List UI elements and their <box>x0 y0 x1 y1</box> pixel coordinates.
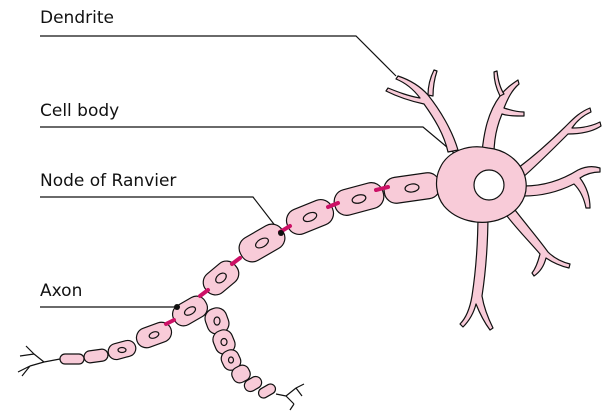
dendrite-upper-right <box>482 80 524 154</box>
terminal-collateral <box>276 384 304 410</box>
label-node-of-ranvier: Node of Ranvier <box>40 171 176 191</box>
dendrite-right-lower <box>524 167 600 208</box>
myelin-4 <box>235 220 290 267</box>
myelin-8 <box>106 339 137 362</box>
label-axon: Axon <box>40 281 82 301</box>
label-dendrite: Dendrite <box>40 8 114 28</box>
nucleus <box>474 170 504 200</box>
node-4 <box>232 258 240 264</box>
node-leader <box>40 197 280 232</box>
myelin-1 <box>382 171 441 205</box>
node-pointer-dot <box>278 230 284 236</box>
dendrite-leader <box>40 36 396 76</box>
node-6 <box>166 320 174 324</box>
dendrite-branch-b <box>494 71 504 96</box>
axon-pointer-dot <box>174 304 180 310</box>
dendrite-branch-a <box>428 70 437 96</box>
cell-body-leader <box>40 127 466 163</box>
terminal-left <box>18 346 60 376</box>
dendrite-lower <box>460 212 493 330</box>
myelin-10 <box>60 354 84 364</box>
myelin-sheaths <box>60 171 442 400</box>
myelin-6 <box>169 292 211 329</box>
label-cell-body: Cell body <box>40 101 119 121</box>
dendrite-lower-right <box>504 206 570 276</box>
node-5 <box>200 290 208 296</box>
myelin-3 <box>283 196 337 238</box>
myelin-9 <box>83 348 108 363</box>
dendrite-upper-left <box>386 76 458 152</box>
myelin-2 <box>331 180 386 218</box>
cell-body <box>437 147 527 223</box>
